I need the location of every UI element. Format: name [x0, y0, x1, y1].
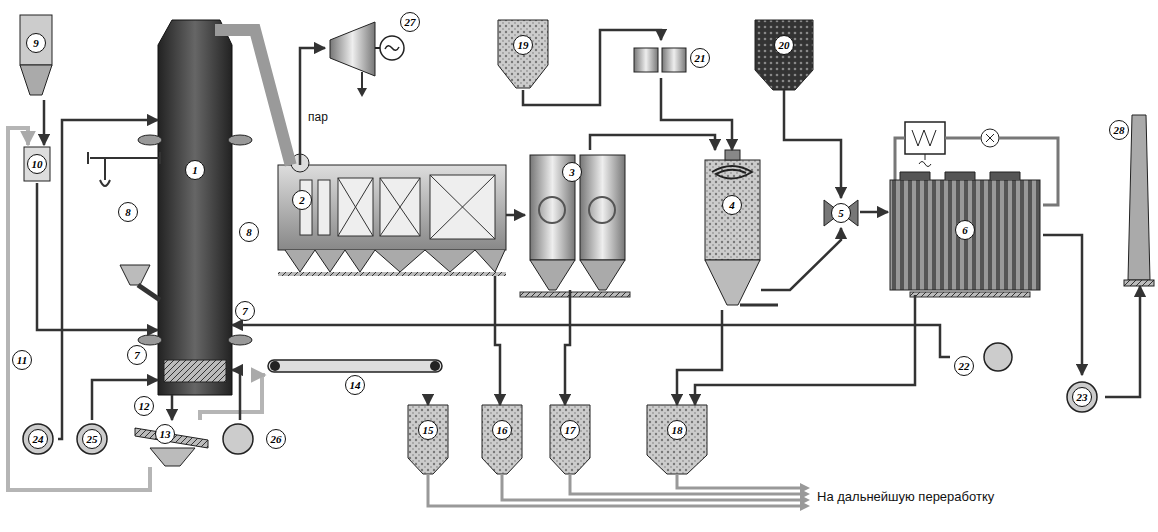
- callout-number: 20: [774, 35, 794, 55]
- process-line: [860, 211, 888, 214]
- equipment-unit: 25: [72, 420, 112, 458]
- callout-number: 8: [118, 202, 138, 222]
- process-line: [661, 78, 732, 150]
- process-line: [92, 380, 158, 420]
- callout-number: 2: [292, 190, 312, 210]
- callout-number: 24: [28, 429, 48, 449]
- process-line: [171, 395, 174, 420]
- process-line: [1043, 235, 1082, 375]
- equipment-unit: 6: [888, 170, 1043, 295]
- process-line: [232, 370, 240, 420]
- callout-number: 22: [954, 356, 974, 376]
- process-line: [695, 295, 915, 405]
- slag-line: [8, 128, 150, 490]
- equipment-unit: 9: [18, 15, 54, 100]
- equipment-unit: 28: [1108, 110, 1153, 286]
- equipment-unit: 19: [498, 15, 548, 90]
- equipment-unit: 13: [132, 420, 212, 467]
- equipment-unit: 20: [755, 15, 813, 90]
- callout-number: 8: [239, 222, 259, 242]
- process-line: [590, 135, 715, 150]
- callout-number: 3: [562, 162, 582, 182]
- callout-number: 17: [560, 420, 580, 440]
- callout-number: 10: [27, 154, 47, 174]
- callout-number: 25: [82, 429, 102, 449]
- callout-number: 4: [722, 195, 742, 215]
- edge-label: пар: [306, 110, 330, 124]
- callout-number: 26: [266, 429, 286, 449]
- process-line: [58, 120, 158, 439]
- callout-number: 28: [1109, 120, 1129, 140]
- process-line: [565, 290, 570, 405]
- callout-number: 23: [1072, 387, 1092, 407]
- equipment-unit: 16: [480, 405, 524, 475]
- callout-number: 14: [345, 375, 365, 395]
- callout-number: 5: [831, 203, 851, 223]
- callout-number: 18: [667, 420, 687, 440]
- callout-number: 6: [955, 220, 975, 240]
- process-line: [784, 90, 841, 198]
- equipment-unit: 17: [548, 405, 592, 475]
- process-line: [300, 48, 325, 165]
- equipment-unit: 18: [645, 405, 709, 475]
- process-line: [427, 397, 430, 405]
- equipment-unit: 21: [632, 40, 712, 78]
- callout-number: 7: [235, 301, 255, 321]
- equipment-unit: 27: [325, 10, 425, 80]
- process-line: [232, 325, 950, 357]
- equipment-unit: 22: [950, 338, 1018, 378]
- callout-number: 1: [185, 160, 205, 180]
- flue-duct: [215, 30, 291, 165]
- process-line: [523, 30, 661, 105]
- process-line: [37, 183, 158, 330]
- equipment-unit: 15: [406, 405, 450, 475]
- callout-number: 15: [418, 420, 438, 440]
- callout-number: 11: [12, 350, 32, 370]
- callout-number: 12: [134, 396, 154, 416]
- equipment-unit: 26: [218, 420, 288, 458]
- callout-number: 19: [513, 35, 533, 55]
- equipment-unit: 24: [18, 420, 58, 458]
- process-line: [1105, 286, 1140, 397]
- process-line: [43, 100, 46, 145]
- equipment-unit: 4: [703, 150, 761, 310]
- callout-number: 16: [492, 420, 512, 440]
- slag-line: [200, 375, 265, 420]
- equipment-unit: 3: [525, 150, 625, 290]
- equipment-unit: 10: [22, 145, 52, 183]
- process-line: [506, 214, 525, 217]
- callout-number: 13: [155, 424, 175, 444]
- callout-number: 7: [127, 345, 147, 365]
- equipment-unit: 1: [158, 20, 232, 395]
- callout-number: 27: [400, 12, 420, 32]
- process-line: [761, 228, 841, 290]
- equipment-unit: 5: [822, 198, 860, 228]
- equipment-unit: 23: [1060, 375, 1105, 420]
- callout-number: 21: [690, 48, 710, 68]
- process-line: [495, 276, 500, 405]
- callout-number: 9: [26, 33, 46, 53]
- note-label: На дальнейшую переработку: [815, 489, 996, 504]
- equipment-unit: 2: [278, 165, 506, 276]
- equipment-unit: 14: [265, 355, 445, 397]
